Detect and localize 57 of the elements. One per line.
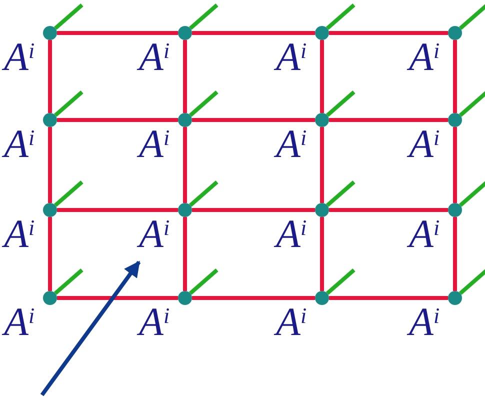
physical-leg: [188, 90, 218, 117]
tensor-label: A$^{i}$: [409, 124, 440, 164]
physical-leg: [458, 268, 485, 295]
arrow: [40, 260, 141, 396]
lattice-bond: [57, 208, 178, 212]
lattice-bond: [329, 296, 448, 300]
physical-leg: [326, 4, 356, 30]
lattice-bond: [183, 127, 187, 203]
lattice-bond: [48, 217, 52, 291]
tensor-label: A$^{i}$: [4, 214, 35, 254]
lattice-bond: [329, 31, 448, 35]
tensor-label: A$^{i}$: [139, 302, 170, 342]
physical-leg: [54, 180, 84, 207]
tensor-label: A$^{i}$: [4, 302, 35, 342]
tensor-label: A$^{i}$: [276, 37, 307, 77]
physical-leg: [458, 4, 485, 30]
lattice-bond: [183, 217, 187, 291]
tensor-label: A$^{i}$: [409, 214, 440, 254]
lattice-bond: [320, 127, 324, 203]
lattice-bond: [320, 40, 324, 113]
lattice-bond: [453, 40, 457, 113]
lattice-bond: [329, 118, 448, 122]
tensor-label: A$^{i}$: [4, 37, 35, 77]
lattice-bond: [320, 217, 324, 291]
lattice-bond: [57, 118, 178, 122]
physical-leg: [188, 268, 218, 295]
physical-leg: [54, 4, 84, 30]
lattice-bond: [192, 31, 315, 35]
tensor-label: A$^{i}$: [139, 37, 170, 77]
lattice-bond: [192, 296, 315, 300]
physical-leg: [54, 90, 84, 117]
tensor-label: A$^{i}$: [276, 124, 307, 164]
lattice-bond: [453, 127, 457, 203]
physical-leg: [458, 180, 485, 207]
tensor-label: A$^{i}$: [139, 214, 170, 254]
tensor-label: A$^{i}$: [276, 302, 307, 342]
tensor-label: A$^{i}$: [4, 124, 35, 164]
lattice-bond: [48, 40, 52, 113]
physical-leg: [54, 268, 84, 295]
tensor-label: A$^{i}$: [276, 214, 307, 254]
lattice-bond: [453, 217, 457, 291]
physical-leg: [326, 180, 356, 207]
physical-leg: [326, 268, 356, 295]
lattice-bond: [57, 296, 178, 300]
lattice-bond: [48, 127, 52, 203]
physical-leg: [188, 180, 218, 207]
physical-leg: [458, 90, 485, 117]
lattice-bond: [183, 40, 187, 113]
physical-leg: [188, 4, 218, 30]
lattice-bond: [192, 118, 315, 122]
tensor-label: A$^{i}$: [139, 124, 170, 164]
physical-leg: [326, 90, 356, 117]
lattice-bond: [329, 208, 448, 212]
lattice-bond: [57, 31, 178, 35]
tensor-label: A$^{i}$: [409, 302, 440, 342]
tensor-label: A$^{i}$: [409, 37, 440, 77]
lattice-bond: [192, 208, 315, 212]
